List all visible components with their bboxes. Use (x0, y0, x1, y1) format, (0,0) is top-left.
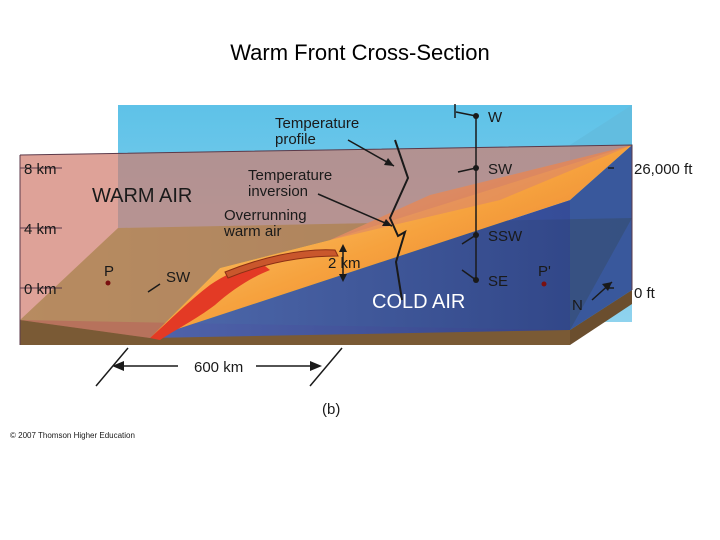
temp-profile-label-2: profile (275, 131, 316, 148)
wind-w: W (488, 109, 503, 126)
overrunning-label-2: warm air (223, 223, 282, 240)
distance-tick-left (95, 347, 129, 387)
distance-tick-right (309, 347, 343, 387)
wind-barb-ssw (461, 234, 477, 245)
cold-air-side (570, 145, 632, 330)
altitude-26000ft: 26,000 ft (634, 161, 693, 178)
ground-sw-label: SW (166, 269, 191, 286)
wind-barb-sw (457, 167, 477, 173)
overrunning-label-1: Overrunning (224, 207, 307, 224)
point-p-prime-dot (541, 281, 547, 287)
point-p-dot (105, 280, 111, 286)
wind-se: SE (488, 273, 508, 290)
slide-title: Warm Front Cross-Section (230, 40, 490, 65)
overrunning-arrow (224, 249, 339, 279)
temp-inversion-label-2: inversion (248, 183, 308, 200)
warm-air-pane (20, 145, 632, 338)
cold-air-label: COLD AIR (372, 291, 465, 313)
point-p-label: P (104, 263, 114, 280)
warm-air-upper (20, 145, 632, 338)
front-edge-clouds (150, 262, 270, 340)
two-km-label: 2 km (328, 255, 361, 272)
ground-side-edge (570, 290, 632, 345)
wind-sw: SW (488, 161, 513, 178)
wind-barb-se (461, 269, 477, 281)
box-outline (19, 144, 633, 290)
temp-inversion-label-1: Temperature (248, 167, 332, 184)
copyright-text: © 2007 Thomson Higher Education (10, 431, 135, 440)
temp-profile-label-1: Temperature (275, 115, 359, 132)
point-p-prime-label: P' (538, 263, 551, 280)
wind-barb-w (455, 111, 477, 117)
warm-air-label: WARM AIR (92, 185, 192, 207)
north-label: N (572, 297, 583, 314)
temperature-profile-line (388, 139, 410, 301)
panel-label: (b) (322, 401, 340, 418)
altitude-0ft: 0 ft (634, 285, 656, 302)
altitude-4km: 4 km (24, 221, 57, 238)
altitude-8km: 8 km (24, 161, 57, 178)
distance-label: 600 km (194, 359, 243, 376)
altitude-0km: 0 km (24, 281, 57, 298)
wind-ssw: SSW (488, 228, 523, 245)
ground-wind-barb (147, 283, 161, 293)
temp-inversion-pointer (317, 193, 393, 227)
